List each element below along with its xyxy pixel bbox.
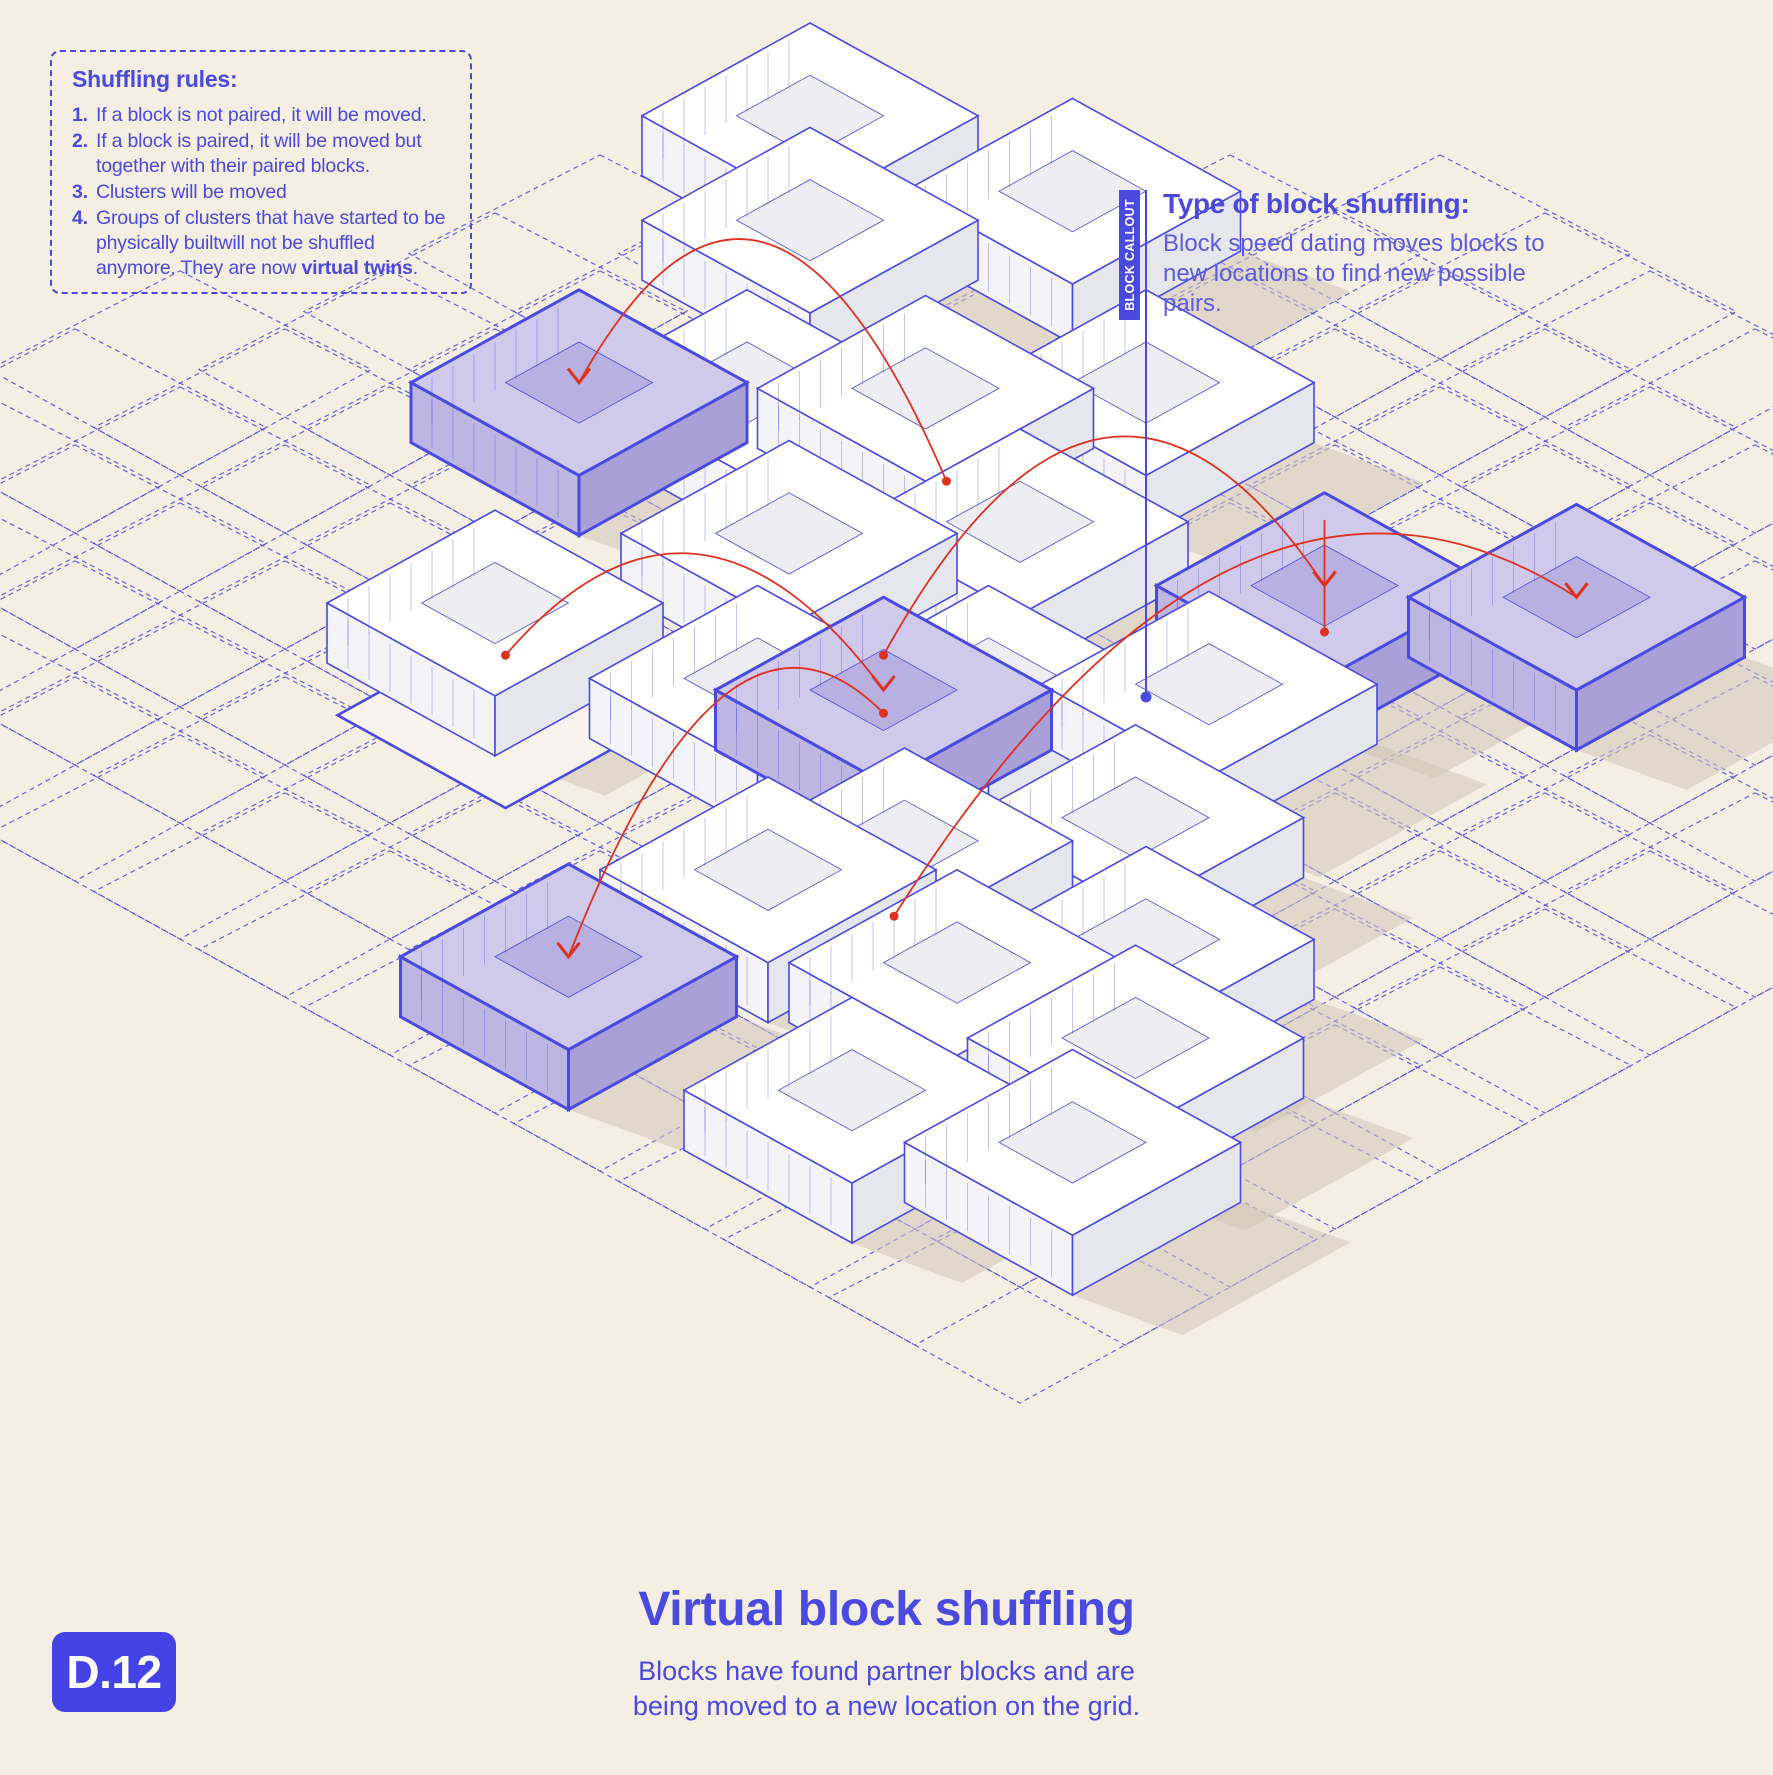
- arrow-head: [1564, 582, 1589, 600]
- grid-plot: [1352, 908, 1738, 1114]
- grid-plot: [0, 328, 268, 534]
- callout-title: Type of block shuffling:: [1163, 188, 1470, 219]
- arrow-origin-dot: [501, 650, 510, 660]
- block-courtyard: [998, 1101, 1147, 1184]
- block-shadow: [1576, 657, 1773, 790]
- grid-plot: [0, 401, 163, 576]
- grid-plot: [0, 560, 268, 766]
- block-courtyard: [945, 480, 1095, 563]
- arrow-origin-dot: [889, 911, 899, 921]
- block-callout-tag: BLOCK CALLOUT: [1119, 190, 1140, 320]
- rule-item: 3.Clusters will be moved: [72, 181, 287, 203]
- building-block: [325, 509, 665, 758]
- rule-item: 4.Groups of clusters that have started t…: [72, 207, 446, 279]
- virtual-twins-emphasis: virtual twins: [301, 257, 413, 279]
- arrow-head: [1312, 570, 1337, 589]
- grid-plot: [0, 618, 373, 824]
- arrow-origin-dot: [942, 476, 951, 486]
- block-courtyard: [420, 561, 570, 645]
- grid-plot: [1562, 792, 1773, 998]
- arrow-origin-dot: [879, 708, 888, 718]
- grid-plot: [1562, 444, 1773, 650]
- grid-plot: [0, 502, 373, 708]
- shuffle-arrow: [504, 552, 885, 691]
- grid-plot: [1352, 328, 1738, 534]
- block-courtyard: [882, 921, 1032, 1004]
- block-shadow: [1146, 442, 1424, 576]
- shuffle-arrow: [882, 435, 1326, 656]
- block-courtyard: [851, 347, 1000, 430]
- shuffling-rules-box: Shuffling rules: 1.If a block is not pai…: [50, 50, 472, 294]
- arrow-head: [566, 367, 592, 386]
- grid-plot: [0, 517, 163, 692]
- shuffle-arrows: [501, 238, 1589, 960]
- block-courtyard: [714, 492, 864, 575]
- block-courtyard: [693, 828, 843, 911]
- callout-dot: [1140, 691, 1152, 703]
- shuffle-arrow: [567, 666, 885, 958]
- arrow-origin-dot: [1320, 627, 1329, 637]
- arrow-origin-dot: [879, 650, 888, 660]
- shuffle-arrow: [893, 532, 1577, 917]
- grid-plot: [0, 270, 373, 476]
- rule-item: 2.If a block is paired, it will be moved…: [72, 130, 422, 177]
- arrow-head: [556, 941, 581, 960]
- rules-title: Shuffling rules:: [72, 66, 238, 92]
- grid-plot: [1457, 850, 1773, 1056]
- block-courtyard: [1134, 643, 1284, 726]
- grid-plot: [0, 633, 163, 808]
- block-courtyard: [1061, 996, 1210, 1080]
- shuffle-arrow: [578, 238, 948, 482]
- building-blocks: [325, 22, 1748, 1297]
- callout-body: Block speed dating moves blocks to new l…: [1163, 230, 1545, 317]
- rules-list: 1.If a block is not paired, it will be m…: [72, 103, 452, 281]
- callout-line: [1140, 190, 1152, 703]
- block-courtyard: [777, 1049, 927, 1132]
- rule-item: 1.If a block is not paired, it will be m…: [72, 104, 427, 126]
- grid-plot: [0, 444, 268, 650]
- grid-plot: [0, 734, 373, 940]
- page-title: Virtual block shuffling: [638, 1583, 1135, 1636]
- grid-plot: [1562, 328, 1773, 534]
- page-subtitle: Blocks have found partner blocks and are…: [632, 1656, 1141, 1721]
- grid-plot: [0, 676, 268, 882]
- arrow-head: [871, 675, 896, 693]
- grid-plot: [827, 1198, 1213, 1404]
- block-courtyard: [735, 179, 885, 262]
- building-block: [902, 1048, 1243, 1297]
- grid-plot: [0, 386, 373, 592]
- block-shadow: [1072, 1202, 1351, 1336]
- figure-badge: D.12: [52, 1632, 176, 1712]
- block-courtyard: [998, 150, 1147, 233]
